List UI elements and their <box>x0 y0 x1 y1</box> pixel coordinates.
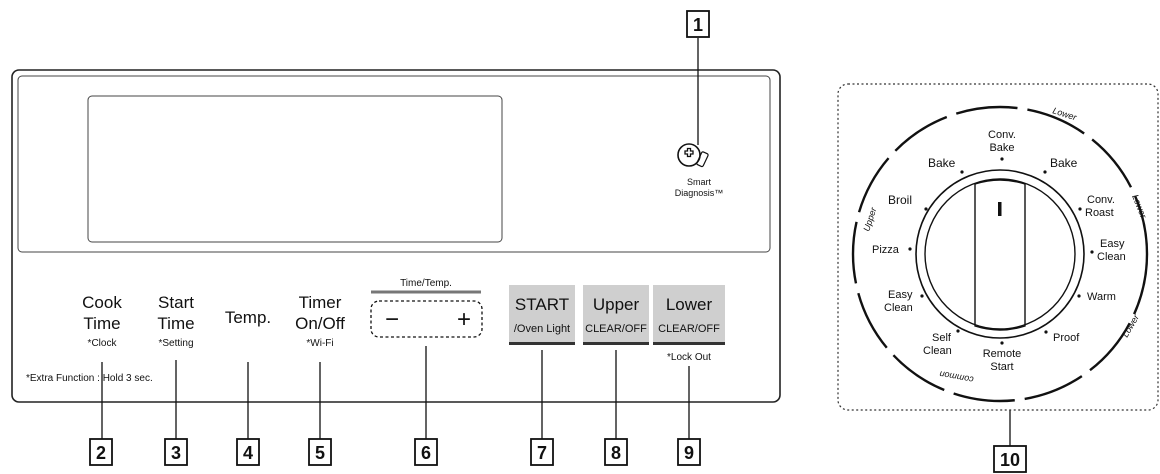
lower-clear-off-button[interactable]: Lower CLEAR/OFF <box>653 285 725 345</box>
smart-diagnosis-icon[interactable] <box>677 143 709 168</box>
upper-key-bar <box>583 342 649 345</box>
plus-button[interactable]: + <box>457 306 471 333</box>
arc-label-common: common <box>939 369 975 385</box>
timer-sub: *Wi-Fi <box>306 338 333 349</box>
display-window <box>87 95 503 243</box>
mode-broil[interactable]: Broil <box>888 193 912 207</box>
cook-time-button[interactable]: Cook Time *Clock <box>82 293 122 349</box>
callout-3: 3 <box>164 438 188 466</box>
callout-10: 10 <box>993 445 1027 473</box>
start-time-label: Start <box>158 293 194 312</box>
mode-bake-right[interactable]: Bake <box>1050 156 1078 170</box>
lower-key-face <box>653 285 725 342</box>
callout-9: 9 <box>677 438 701 466</box>
start-time-label: Time <box>157 314 194 333</box>
callout-6: 6 <box>414 438 438 466</box>
mode-self-clean[interactable]: Clean <box>923 345 952 357</box>
mode-easy-clean-left[interactable]: Clean <box>884 302 913 314</box>
mode-warm[interactable]: Warm <box>1087 291 1116 303</box>
start-key-face <box>509 285 575 342</box>
lock-out-label: *Lock Out <box>667 352 711 363</box>
mode-pizza[interactable]: Pizza <box>872 244 900 256</box>
svg-text:6: 6 <box>421 443 431 463</box>
callout-2: 2 <box>89 438 113 466</box>
timer-label: Timer <box>299 293 342 312</box>
callout-5: 5 <box>308 438 332 466</box>
timer-label: On/Off <box>295 314 345 333</box>
dial-knob-grip[interactable] <box>974 179 1026 331</box>
timer-button[interactable]: Timer On/Off *Wi-Fi <box>295 293 345 349</box>
lower-sub: CLEAR/OFF <box>658 323 720 335</box>
control-panel <box>11 69 781 403</box>
arc-label-lower-bottom: Lower <box>1120 312 1141 339</box>
extra-function-note: *Extra Function : Hold 3 sec. <box>26 373 153 384</box>
svg-text:5: 5 <box>315 443 325 463</box>
cook-time-sub: *Clock <box>88 338 118 349</box>
dial-pointer <box>998 202 1002 216</box>
time-temp-label: Time/Temp. <box>400 278 452 289</box>
mode-proof[interactable]: Proof <box>1053 332 1080 344</box>
cook-time-label: Time <box>83 314 120 333</box>
start-button[interactable]: START /Oven Light <box>509 285 575 345</box>
start-label: START <box>515 295 569 314</box>
dial-area-outline <box>837 83 1159 411</box>
minus-button[interactable]: − <box>385 306 399 333</box>
svg-text:3: 3 <box>171 443 181 463</box>
start-sub: /Oven Light <box>514 323 570 335</box>
svg-text:1: 1 <box>693 15 703 35</box>
upper-clear-off-button[interactable]: Upper CLEAR/OFF <box>583 285 649 345</box>
lower-label: Lower <box>666 295 713 314</box>
start-time-button[interactable]: Start Time *Setting <box>157 293 194 349</box>
arc-label-lower-top: Lower <box>1051 105 1078 122</box>
mode-conv-roast[interactable]: Conv. <box>1087 194 1115 206</box>
mode-easy-clean-left[interactable]: Easy <box>888 289 913 301</box>
dial-mode-labels: Conv. Bake Bake Bake Broil Conv. Roast P… <box>872 129 1126 373</box>
smart-diagnosis-label: Smart <box>687 177 712 187</box>
mode-bake-left[interactable]: Bake <box>928 156 956 170</box>
mode-self-clean[interactable]: Self <box>932 332 952 344</box>
mode-conv-roast[interactable]: Roast <box>1085 207 1114 219</box>
svg-text:10: 10 <box>1000 450 1020 470</box>
dial-outer-ring <box>851 105 1149 403</box>
callout-8: 8 <box>604 438 628 466</box>
mode-easy-clean-right[interactable]: Easy <box>1100 238 1125 250</box>
arc-label-upper: Upper <box>861 205 878 232</box>
cook-time-label: Cook <box>82 293 122 312</box>
mode-remote-start[interactable]: Start <box>990 361 1013 373</box>
svg-text:8: 8 <box>611 443 621 463</box>
smart-diagnosis-label: Diagnosis™ <box>675 188 724 198</box>
callout-1: 1 <box>686 10 710 38</box>
mode-remote-start[interactable]: Remote <box>983 348 1022 360</box>
dial-knob-outer <box>915 169 1085 339</box>
mode-conv-bake[interactable]: Bake <box>989 142 1014 154</box>
start-key-bar <box>509 342 575 345</box>
temp-button[interactable]: Temp. <box>225 308 271 327</box>
leader-lines <box>101 38 1011 446</box>
svg-text:9: 9 <box>684 443 694 463</box>
upper-key-face <box>583 285 649 342</box>
mode-conv-bake[interactable]: Conv. <box>988 129 1016 141</box>
mode-easy-clean-right[interactable]: Clean <box>1097 251 1126 263</box>
svg-text:7: 7 <box>537 443 547 463</box>
dial-knob-inner <box>924 178 1076 330</box>
upper-sub: CLEAR/OFF <box>585 323 647 335</box>
start-time-sub: *Setting <box>158 338 193 349</box>
svg-text:2: 2 <box>96 443 106 463</box>
callout-4: 4 <box>236 438 260 466</box>
arc-label-lower-right: Lower <box>1130 193 1149 220</box>
svg-text:4: 4 <box>243 443 253 463</box>
temp-label: Temp. <box>225 308 271 327</box>
callout-7: 7 <box>530 438 554 466</box>
lower-key-bar <box>653 342 725 345</box>
display-frame <box>17 75 771 253</box>
upper-label: Upper <box>593 295 640 314</box>
time-temp-pad <box>370 300 483 338</box>
